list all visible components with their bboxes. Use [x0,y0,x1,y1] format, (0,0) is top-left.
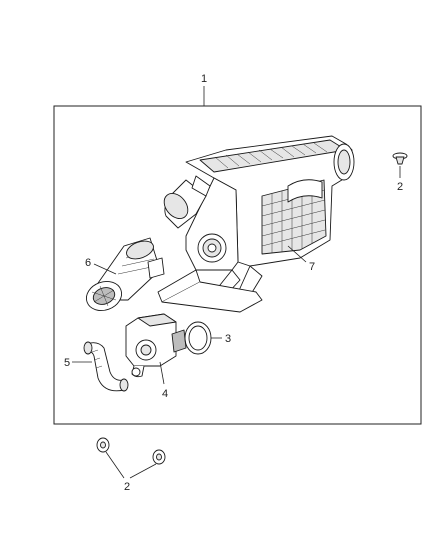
callout-7[interactable]: 7 [287,245,315,273]
callout-1[interactable]: 1 [201,73,207,106]
leak-detection-pump [125,313,187,378]
hose [83,341,129,392]
svg-text:7: 7 [309,261,315,273]
callout-6[interactable]: 6 [85,257,117,275]
svg-text:4: 4 [162,388,168,400]
o-ring [184,321,212,355]
svg-text:2: 2 [124,481,130,493]
svg-text:1: 1 [201,73,207,85]
evap-canister [157,135,355,313]
svg-text:2: 2 [397,181,403,193]
nut-fastener-left [96,437,110,453]
callout-5[interactable]: 5 [64,357,92,369]
vent-filter [85,237,165,311]
callout-4[interactable]: 4 [159,361,168,400]
nut-fastener-right [152,449,166,465]
callout-2-top[interactable]: 2 [397,166,403,193]
callout-3[interactable]: 3 [211,333,231,345]
svg-text:6: 6 [85,257,91,269]
svg-text:5: 5 [64,357,70,369]
callout-2-bottom[interactable]: 2 [105,451,157,493]
svg-text:3: 3 [225,333,231,345]
push-pin-fastener-top [392,152,408,165]
assembly-frame [53,105,422,425]
